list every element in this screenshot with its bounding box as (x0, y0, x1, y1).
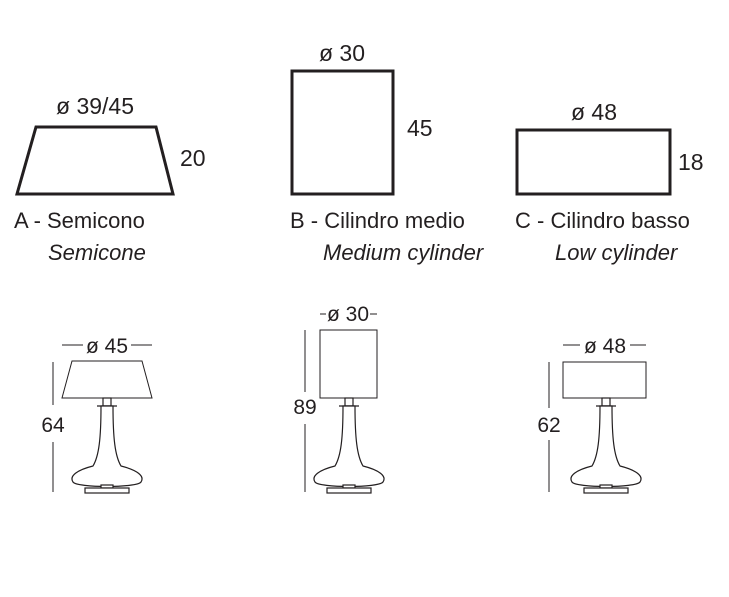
shade-a-semicone: ø 39/45 20 A - Semicono Semicone (14, 93, 206, 265)
shade-c-height: 18 (678, 149, 704, 175)
lamp-c: ø 48 62 (537, 335, 647, 494)
shade-b-name: B - Cilindro medio (290, 208, 465, 233)
semicone-shape (15, 125, 175, 196)
lamp-b-diameter: ø 30 (327, 303, 369, 326)
lamp-a-height: 64 (41, 414, 65, 437)
low-cylinder-shape (515, 128, 672, 196)
lamp-a: ø 45 64 (41, 335, 153, 494)
medium-cylinder-shape (290, 69, 395, 196)
lamp-b-shade (319, 329, 378, 399)
shade-b-medium-cylinder: ø 30 45 B - Cilindro medio Medium cylind… (290, 40, 485, 265)
shade-c-name-en: Low cylinder (555, 240, 679, 265)
shade-a-name: A - Semicono (14, 208, 145, 233)
shade-a-diameter: ø 39/45 (56, 93, 134, 119)
lamp-a-diameter: ø 45 (86, 335, 128, 358)
lamp-a-shade (61, 360, 153, 399)
shade-a-height: 20 (180, 145, 206, 171)
shade-c-diameter: ø 48 (571, 99, 617, 125)
lamp-b-base (313, 397, 385, 494)
shade-b-height: 45 (407, 115, 433, 141)
lamp-b: ø 30 89 (293, 303, 385, 494)
shade-c-low-cylinder: ø 48 18 C - Cilindro basso Low cylinder (515, 99, 704, 265)
shade-b-name-en: Medium cylinder (323, 240, 485, 265)
lamp-c-base (570, 397, 642, 494)
lamp-b-height: 89 (293, 396, 316, 419)
shade-b-diameter: ø 30 (319, 40, 365, 66)
lamp-a-base (71, 397, 143, 494)
shade-c-name: C - Cilindro basso (515, 208, 690, 233)
shade-a-name-en: Semicone (48, 240, 146, 265)
lamp-c-diameter: ø 48 (584, 335, 626, 358)
lamp-c-height: 62 (537, 414, 560, 437)
lamp-c-shade (562, 361, 647, 399)
